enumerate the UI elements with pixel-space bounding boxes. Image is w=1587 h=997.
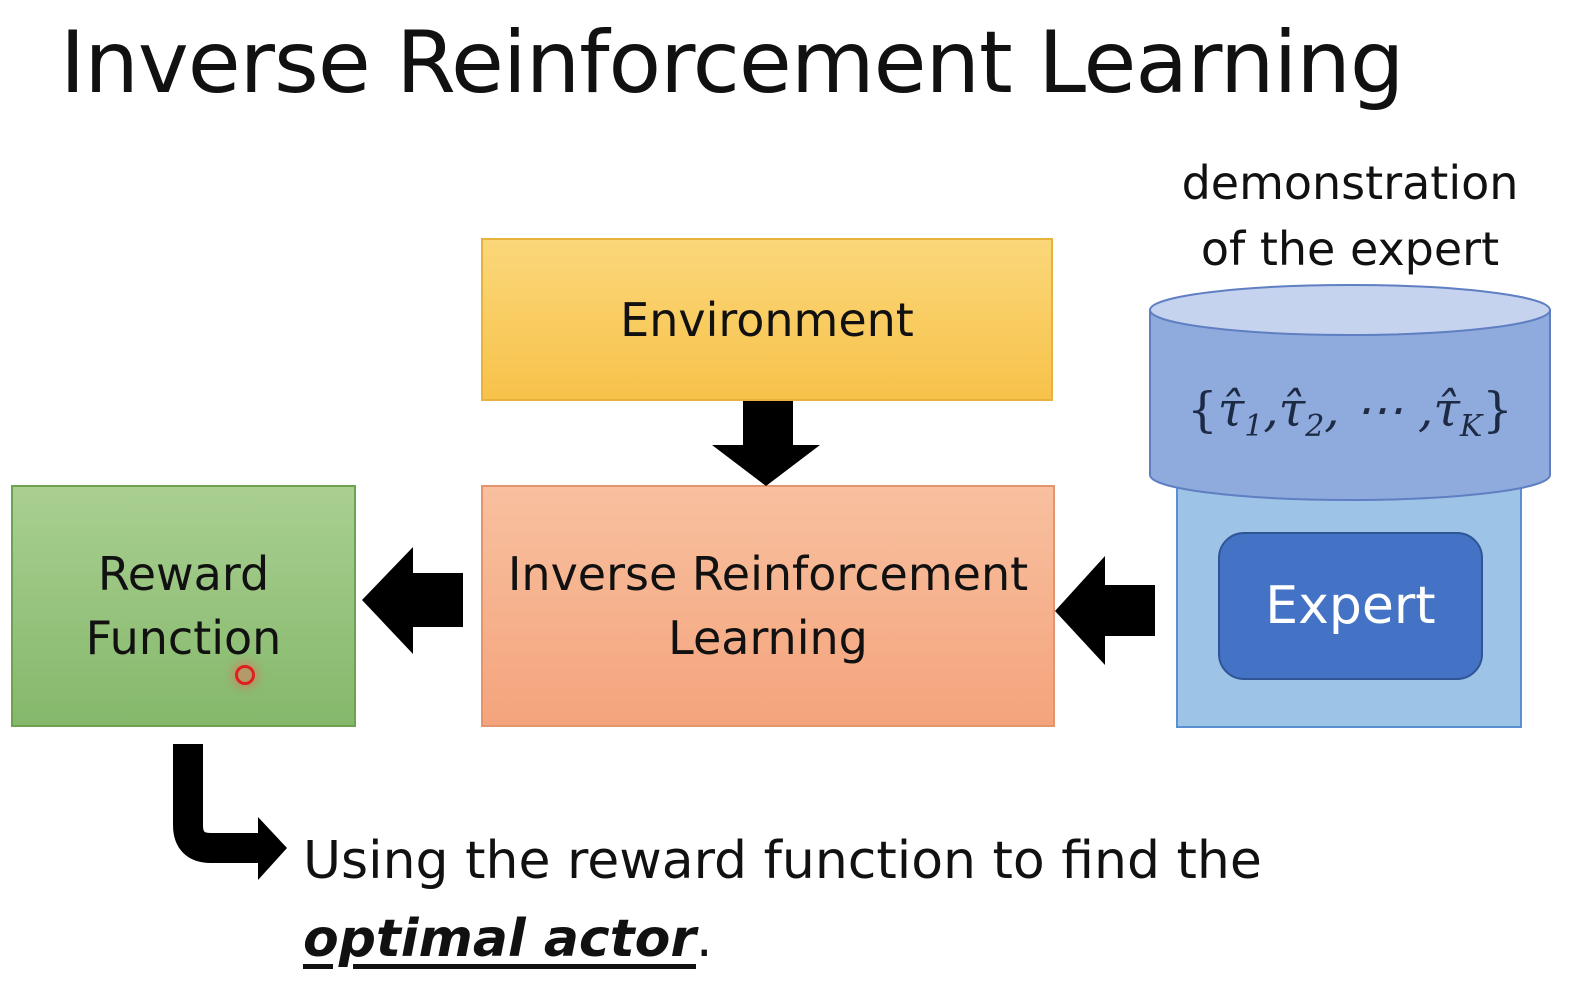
reward-label-line1: Reward <box>97 547 270 601</box>
caption: Using the reward function to find the op… <box>303 822 1453 978</box>
slide-title: Inverse Reinforcement Learning <box>60 13 1404 113</box>
irl-label-line1: Inverse Reinforcement <box>507 547 1029 601</box>
irl-box: Inverse Reinforcement Learning <box>481 485 1055 727</box>
trajectory-1-index: 1 <box>1244 409 1264 444</box>
set-open-brace: { <box>1187 382 1218 438</box>
demonstration-label: demonstration of the expert <box>1150 150 1550 282</box>
caption-line1: Using the reward function to find the <box>303 831 1262 891</box>
trajectory-k-index: K <box>1459 409 1483 444</box>
trajectory-set: {τ̂1,τ̂2, ⋯ ,τ̂K} <box>1150 375 1550 445</box>
database-cylinder-top <box>1149 284 1551 336</box>
demonstration-label-line1: demonstration <box>1181 156 1519 210</box>
environment-label: Environment <box>620 292 914 347</box>
reward-function-box: Reward Function <box>11 485 356 727</box>
irl-label-line2: Learning <box>668 611 868 665</box>
caption-line2: optimal actor. <box>303 900 1453 978</box>
set-close-brace: } <box>1482 382 1513 438</box>
trajectory-2-index: 2 <box>1305 409 1325 444</box>
pointer-dot <box>235 665 255 685</box>
expert-label: Expert <box>1265 576 1436 636</box>
arrow-env-to-irl <box>712 401 820 486</box>
trajectory-1: τ̂ <box>1217 382 1245 438</box>
caption-period: . <box>695 909 713 969</box>
database-cylinder-body <box>1149 309 1551 501</box>
set-separator-1: , <box>1263 382 1279 438</box>
caption-emphasis: optimal actor <box>303 909 696 969</box>
arrow-reward-to-caption-head <box>258 817 287 880</box>
environment-box: Environment <box>481 238 1053 401</box>
demonstration-label-line2: of the expert <box>1200 222 1500 276</box>
arrow-reward-to-caption <box>173 744 262 863</box>
expert-box: Expert <box>1218 532 1483 680</box>
reward-label-line2: Function <box>85 611 282 665</box>
trajectory-k: τ̂ <box>1433 382 1460 438</box>
trajectory-2: τ̂ <box>1278 382 1306 438</box>
arrow-irl-to-reward <box>362 547 463 654</box>
set-separator-2: , ⋯ , <box>1324 382 1434 438</box>
